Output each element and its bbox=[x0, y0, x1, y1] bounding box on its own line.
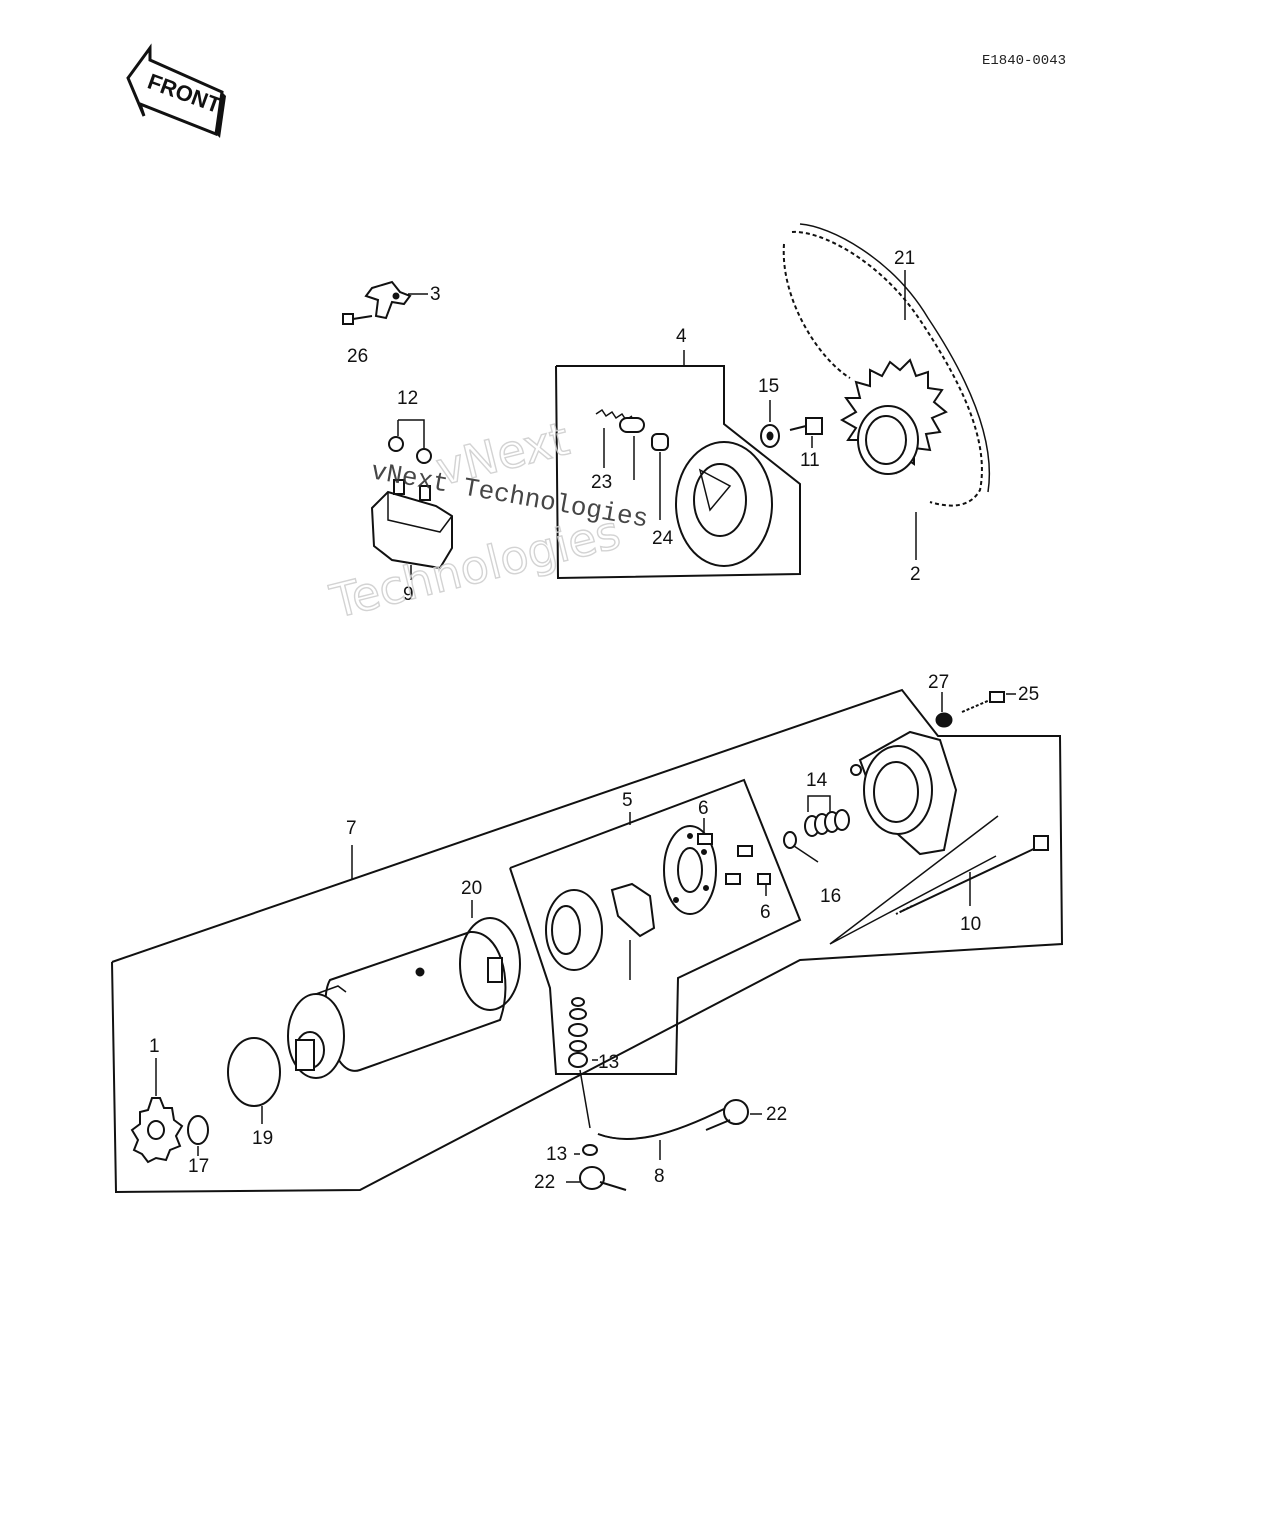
group-5-outline bbox=[509, 778, 802, 1075]
callout-10: 10 bbox=[960, 914, 981, 935]
callout-14: 14 bbox=[806, 770, 828, 791]
callout-1: 1 bbox=[149, 1036, 160, 1057]
part-1-pinion-gear bbox=[130, 1097, 184, 1164]
end-cover-housing bbox=[850, 730, 958, 856]
callout-6-bottom: 6 bbox=[760, 902, 771, 923]
part-22-terminal-upper bbox=[705, 1099, 749, 1131]
part-25-screw bbox=[961, 691, 1005, 713]
brush-holder bbox=[545, 882, 656, 980]
brush-plate bbox=[663, 825, 717, 915]
callout-13-bottom: 13 bbox=[546, 1144, 567, 1165]
part-27-washer bbox=[935, 712, 953, 728]
callout-17: 17 bbox=[188, 1156, 209, 1177]
callout-25: 25 bbox=[1018, 684, 1039, 705]
part-6-brush bbox=[697, 833, 771, 885]
callout-22-left: 22 bbox=[534, 1172, 555, 1193]
part-19-o-ring bbox=[227, 1037, 281, 1107]
callout-11: 11 bbox=[800, 450, 820, 471]
callout-21: 21 bbox=[894, 248, 915, 269]
callout-15: 15 bbox=[758, 376, 779, 397]
part-13-washer-stack bbox=[568, 997, 588, 1068]
callout-6-top: 6 bbox=[698, 798, 709, 819]
callout-3: 3 bbox=[430, 284, 441, 305]
starter-clutch-body bbox=[675, 441, 773, 567]
group-7-outline bbox=[111, 688, 1064, 1194]
callout-24: 24 bbox=[652, 528, 674, 549]
callout-2: 2 bbox=[910, 564, 921, 585]
callout-16: 16 bbox=[820, 886, 841, 907]
part-11-bolt bbox=[789, 417, 823, 435]
callout-4: 4 bbox=[676, 326, 687, 347]
callout-27: 27 bbox=[928, 672, 949, 693]
callout-22-right: 22 bbox=[766, 1104, 787, 1125]
part-15-washer bbox=[760, 424, 780, 448]
part-9-starter-relay bbox=[370, 436, 453, 570]
part-13-washer-lower bbox=[582, 1144, 598, 1156]
starter-motor bbox=[287, 930, 507, 1079]
document-id: E1840-0043 bbox=[982, 53, 1066, 69]
part-26-bolt bbox=[342, 313, 373, 325]
part-3-bracket bbox=[364, 280, 412, 320]
part-8-cable bbox=[597, 1107, 727, 1140]
part-20-gasket bbox=[459, 917, 521, 1011]
part-2-sprocket bbox=[839, 358, 948, 475]
part-14-brush-spring bbox=[804, 809, 850, 837]
callout-13-top: 13 bbox=[598, 1052, 619, 1073]
part-24-roller bbox=[619, 417, 669, 451]
callout-19: 19 bbox=[252, 1128, 273, 1149]
callout-7: 7 bbox=[346, 818, 357, 839]
part-16-washer bbox=[783, 831, 797, 849]
part-21-chain bbox=[782, 223, 991, 507]
callout-26: 26 bbox=[347, 346, 368, 367]
callout-8: 8 bbox=[654, 1166, 665, 1187]
part-22-terminal-lower bbox=[579, 1166, 627, 1191]
callout-23: 23 bbox=[591, 472, 612, 493]
group-4-outline bbox=[555, 365, 801, 580]
front-arrow-icon: FRONT bbox=[126, 43, 226, 138]
watermark-line2: Technologies bbox=[325, 505, 626, 629]
callout-5: 5 bbox=[622, 790, 633, 811]
callout-20: 20 bbox=[461, 878, 482, 899]
callout-9: 9 bbox=[403, 584, 414, 605]
part-17-circlip bbox=[187, 1115, 209, 1145]
callout-12: 12 bbox=[397, 388, 418, 409]
